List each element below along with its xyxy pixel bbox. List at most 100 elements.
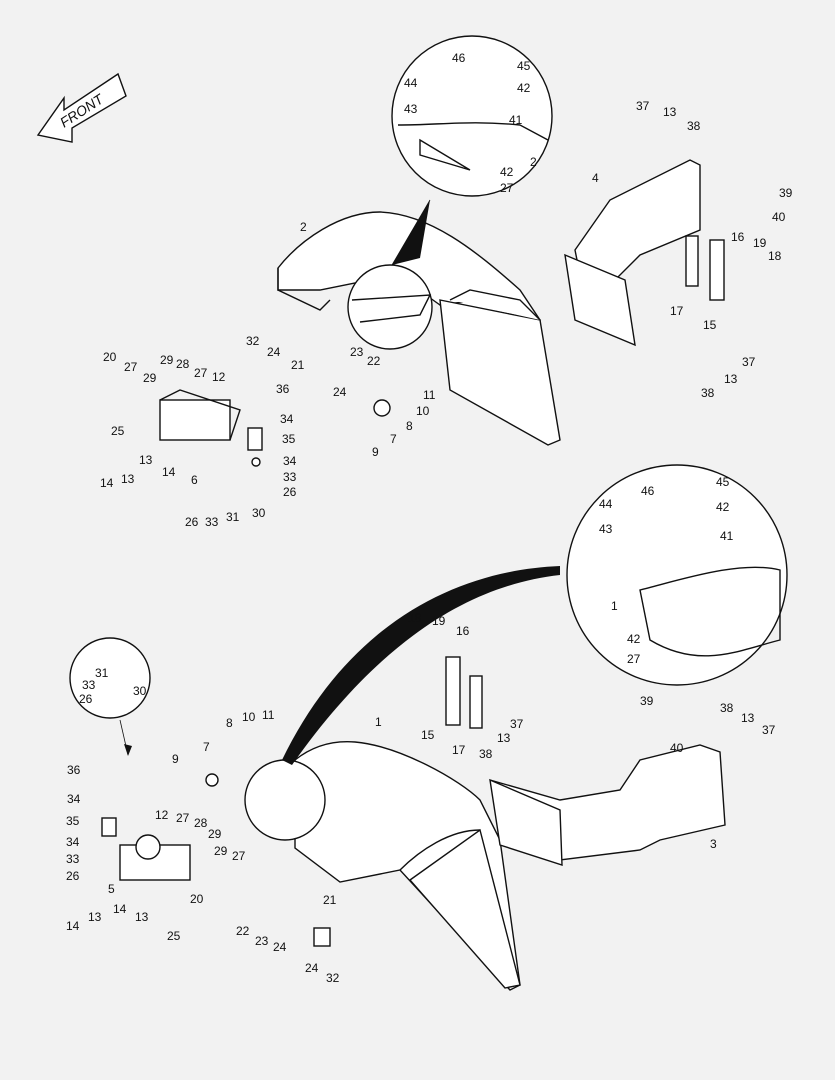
callout-l37b: 37 (510, 717, 524, 731)
callout-u24a: 24 (267, 345, 281, 359)
callout-u29b: 29 (143, 371, 157, 385)
lower-left-detail-circle (69, 637, 151, 719)
callout-u6: 6 (191, 473, 198, 487)
callout-u26b: 26 (185, 515, 199, 529)
callout-l32: 32 (326, 971, 340, 985)
callout-u4: 4 (592, 171, 599, 185)
callout-l17: 17 (452, 743, 466, 757)
callout-l42b: 42 (627, 632, 641, 646)
callout-l22: 22 (236, 924, 250, 938)
callout-l34a: 34 (67, 792, 81, 806)
callout-u35: 35 (282, 432, 296, 446)
callout-u17: 17 (670, 304, 684, 318)
callout-l43: 43 (599, 522, 613, 536)
callout-u29a: 29 (160, 353, 174, 367)
lower-fender-assembly (69, 464, 788, 991)
callout-u7: 7 (390, 432, 397, 446)
callout-u41: 41 (509, 113, 523, 127)
callout-l28: 28 (194, 816, 208, 830)
upper-detail-circle-small (347, 264, 433, 350)
callout-l15: 15 (421, 728, 435, 742)
callout-u42b: 42 (500, 165, 514, 179)
callout-u15: 15 (703, 318, 717, 332)
callout-u38b: 38 (701, 386, 715, 400)
callout-u45: 45 (517, 59, 531, 73)
callout-l26b: 26 (66, 869, 80, 883)
callout-l40: 40 (670, 741, 684, 755)
callout-u27a: 27 (500, 181, 514, 195)
callout-l41: 41 (720, 529, 734, 543)
callout-u37b: 37 (742, 355, 756, 369)
callout-u22: 22 (367, 354, 381, 368)
callout-l31: 31 (95, 666, 109, 680)
callout-u13d: 13 (121, 472, 135, 486)
upper-fender-assembly (159, 35, 725, 467)
callout-u27c: 27 (194, 366, 208, 380)
callout-u2b: 2 (300, 220, 307, 234)
callout-u24b: 24 (333, 385, 347, 399)
callout-l13c: 13 (135, 910, 149, 924)
callout-l46: 46 (641, 484, 655, 498)
callout-u18: 18 (768, 249, 782, 263)
callout-u39: 39 (779, 186, 793, 200)
callout-l14a: 14 (113, 902, 127, 916)
callout-u13a: 13 (663, 105, 677, 119)
callout-l35: 35 (66, 814, 80, 828)
callout-l16: 16 (456, 624, 470, 638)
callout-l33b: 33 (66, 852, 80, 866)
callout-l30: 30 (133, 684, 147, 698)
callout-l7: 7 (203, 740, 210, 754)
callout-l36: 36 (67, 763, 81, 777)
callout-l26a: 26 (79, 692, 93, 706)
callout-l8: 8 (226, 716, 233, 730)
callout-l13b: 13 (497, 731, 511, 745)
callout-l24a: 24 (273, 940, 287, 954)
callout-l1b: 1 (375, 715, 382, 729)
callout-l14b: 14 (66, 919, 80, 933)
callout-u37a: 37 (636, 99, 650, 113)
front-arrow: FRONT (36, 72, 127, 143)
lower-detail-circle-small (244, 759, 326, 841)
callout-u44: 44 (404, 76, 418, 90)
callout-u38a: 38 (687, 119, 701, 133)
callout-u30: 30 (252, 506, 266, 520)
callout-l27b: 27 (176, 811, 190, 825)
callout-l11: 11 (262, 708, 275, 722)
callout-l13a: 13 (741, 711, 755, 725)
callout-l12: 12 (155, 808, 169, 822)
callout-l5: 5 (108, 882, 115, 896)
callout-l27a: 27 (627, 652, 641, 666)
callout-l33a: 33 (82, 678, 96, 692)
callout-u8: 8 (406, 419, 413, 433)
callout-l20: 20 (190, 892, 204, 906)
callout-l29b: 29 (214, 844, 228, 858)
callout-u34b: 34 (283, 454, 297, 468)
callout-l39: 39 (640, 694, 654, 708)
callout-l38b: 38 (479, 747, 493, 761)
callout-l42a: 42 (716, 500, 730, 514)
callout-l21: 21 (323, 893, 337, 907)
callout-u9: 9 (372, 445, 379, 459)
callout-l34b: 34 (66, 835, 80, 849)
callout-l19: 19 (432, 614, 446, 628)
callout-u19: 19 (753, 236, 767, 250)
callout-u33a: 33 (283, 470, 297, 484)
lower-detail-circle-large (566, 464, 788, 686)
callout-l44: 44 (599, 497, 613, 511)
callout-l13d: 13 (88, 910, 102, 924)
callout-l25: 25 (167, 929, 181, 943)
callout-u28: 28 (176, 357, 190, 371)
callout-l45: 45 (716, 475, 730, 489)
callout-u10: 10 (416, 404, 430, 418)
callout-l27c: 27 (232, 849, 246, 863)
callout-l9: 9 (172, 752, 179, 766)
callout-u21: 21 (291, 358, 305, 372)
callout-u2a: 2 (530, 155, 537, 169)
callout-l29a: 29 (208, 827, 222, 841)
callout-u32: 32 (246, 334, 260, 348)
callout-u14b: 14 (100, 476, 114, 490)
callout-u12: 12 (212, 370, 226, 384)
callout-l24b: 24 (305, 961, 319, 975)
